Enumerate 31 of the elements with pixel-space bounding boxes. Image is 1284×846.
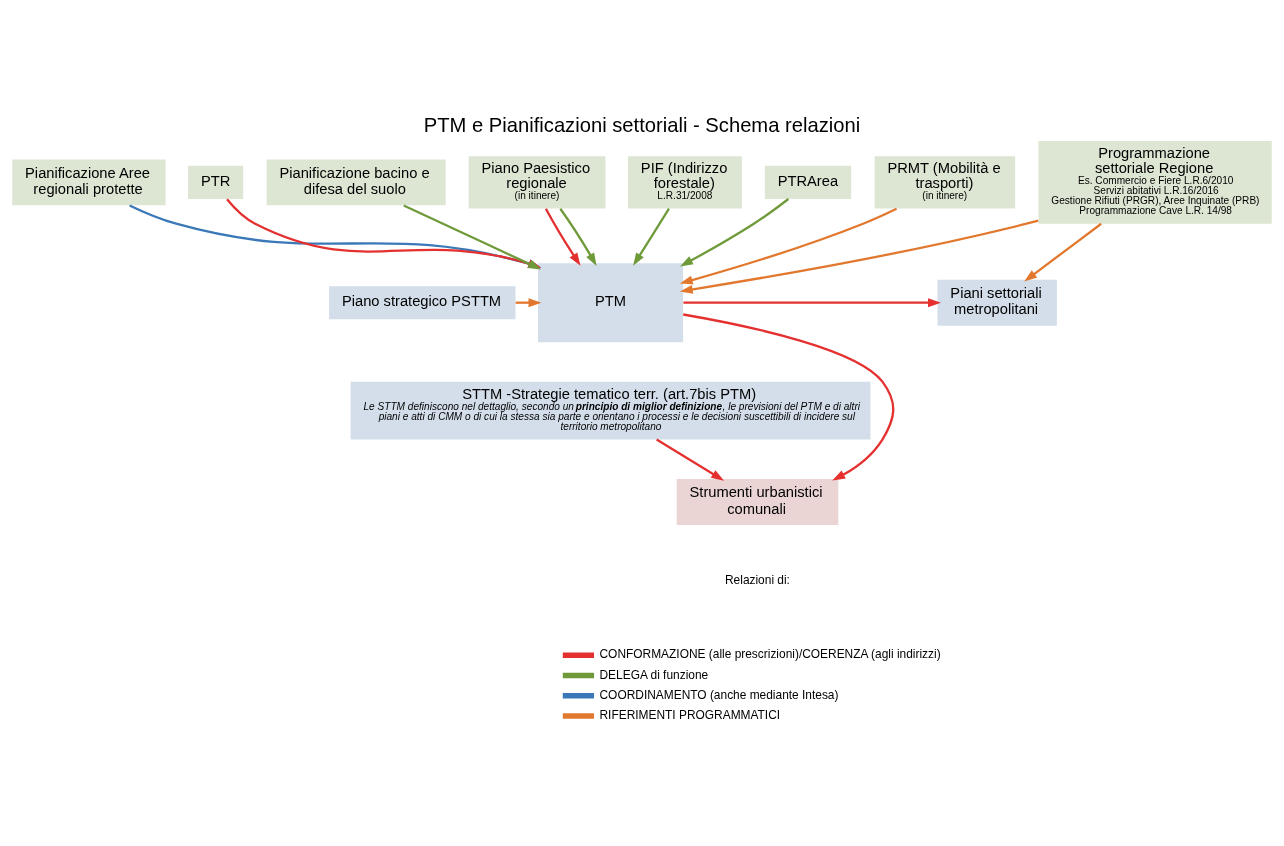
legend-label: DELEGA di funzione (599, 667, 709, 682)
arrow (403, 204, 542, 270)
node-box: Pianificazione Aree regionali protette (12, 159, 166, 206)
node-box: Piano Paesistico regionale (in itinere) (468, 156, 606, 209)
arrow (683, 298, 941, 308)
arrow (129, 204, 542, 269)
arrow (679, 219, 1039, 294)
arrow (226, 198, 542, 269)
node-box: PTRArea (764, 165, 852, 199)
arrow (1024, 222, 1102, 282)
node-box: Pianificazione bacino e difesa del suolo (266, 159, 446, 206)
arrow (559, 208, 597, 266)
node-box: Strumenti urbanistici comunali (676, 479, 839, 525)
diagram-title: PTM e Pianificazioni settoriali - Schema relazioni (423, 113, 861, 136)
node-box: PIF (Indirizzo forestale) L.R.31/2008 (628, 156, 742, 209)
label: Relazioni di: (725, 573, 790, 588)
node-box: Programmazione settoriale Regione Es. Commercio e Fiere L.R.6/2010 Servizi abitativi L.R.16/2016 Gestione Rifiuti (PRGR), Aree Inquinate (PRB) Programmazione Cave L.R. 14/98 (1038, 141, 1272, 224)
arrow (656, 438, 725, 481)
legend-label: RIFERIMENTI PROGRAMMATICI (599, 708, 781, 723)
arrow (680, 198, 790, 267)
node-box: PTR (188, 165, 244, 199)
node-box: PRMT (Mobilità e trasporti) (in itinere) (874, 156, 1016, 209)
arrow (679, 207, 898, 285)
node-box: Piano strategico PSTTM (329, 286, 516, 320)
arrow (683, 313, 895, 481)
node-box: PTM (538, 263, 684, 343)
legend-label: CONFORMAZIONE (alle prescrizioni)/COERENZA (agli indirizzi) (599, 647, 941, 662)
legend-label: COORDINAMENTO (anche mediante Intesa) (599, 687, 839, 702)
arrow (544, 208, 581, 266)
arrow (633, 208, 670, 266)
node-box: Piani settoriali metropolitani (937, 279, 1057, 326)
